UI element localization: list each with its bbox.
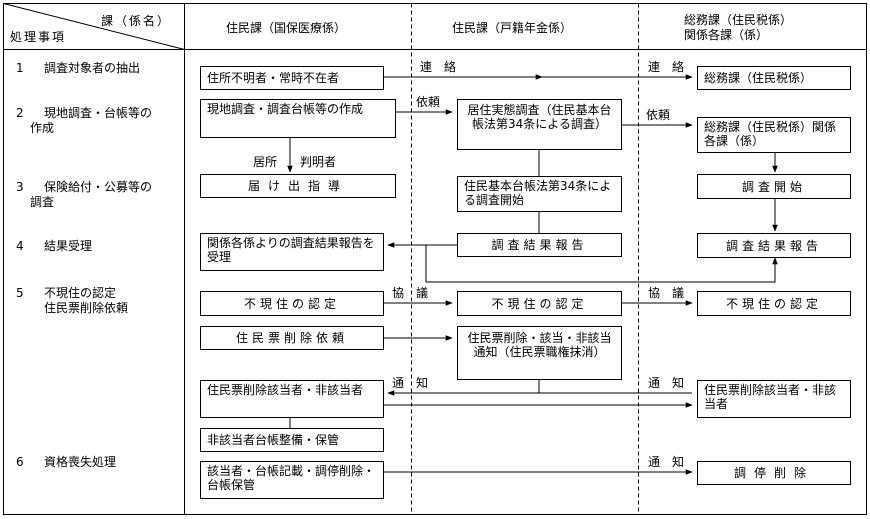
step-label-1: 調査対象者の抽出 [44, 61, 141, 75]
header-dept-label: 課（係名） [101, 14, 172, 28]
box-somuka-2: 総務課（住民税係）関係各課（係） [697, 117, 851, 153]
step-num-5: 5 [16, 286, 24, 300]
step-label-3b: 調査 [30, 195, 55, 209]
label-tsuchi-2: 通 知 [648, 376, 685, 390]
step-num-3: 3 [16, 180, 24, 194]
header-col1: 住民課（国保医療係） [226, 21, 347, 35]
label-kyogi-1: 協 議 [392, 286, 429, 300]
box-fugenju-nintei-1: 不現住の認定 [200, 291, 384, 316]
step-num-6: 6 [16, 455, 24, 469]
header-process-label: 処理事項 [10, 30, 67, 44]
box-chosa-kekka-hokoku-3: 調査結果報告 [697, 233, 851, 258]
header-col2: 住民課（戸籍年金係） [452, 21, 573, 35]
label-hanmei: 判明者 [300, 155, 337, 169]
label-irai-1: 依頼 [416, 95, 441, 109]
step-label-5a: 不現住の認定 [44, 286, 117, 300]
box-kyoju-jittai-chosa: 居住実態調査（住民基本台帳法第34条による調査） [457, 99, 622, 150]
box-chosa-kaishi: 調査開始 [697, 174, 851, 199]
step-label-2b: 作成 [30, 121, 55, 135]
step-num-2: 2 [16, 106, 24, 120]
box-gaitosha-3: 住民票削除該当者・非該当者 [697, 380, 851, 418]
box-chosa-kekka-hokoku-2: 調査結果報告 [457, 233, 622, 257]
box-jusho-fumei: 住所不明者・常時不在者 [200, 66, 384, 90]
step-num-1: 1 [16, 61, 24, 75]
step-label-3a: 保険給付・公募等の [44, 180, 153, 194]
box-fugenju-nintei-3: 不現住の認定 [697, 291, 851, 316]
label-kyogi-2: 協 議 [648, 286, 685, 300]
box-somuka-1: 総務課（住民税係） [697, 66, 851, 90]
label-irai-2: 依頼 [646, 108, 671, 122]
step-label-6: 資格喪失処理 [44, 455, 117, 469]
step-label-4: 結果受理 [44, 239, 93, 253]
box-34jo-chosa-kaishi: 住民基本台帳法第34条による調査開始 [457, 176, 622, 212]
step-num-4: 4 [16, 239, 24, 253]
box-gaitosha-daicho: 該当者・台帳記載・調停削除・台帳保管 [200, 461, 384, 499]
box-genchi-chosa: 現地調査・調査台帳等の作成 [200, 99, 396, 138]
header-col3-line1: 総務課（住民税係） [684, 13, 793, 27]
box-chosa-kekka-juri: 関係各係よりの調査結果報告を受理 [200, 233, 384, 271]
header-col3-line2: 関係各課（係） [684, 28, 769, 42]
box-sakujo-irai: 住民票削除依頼 [200, 326, 384, 350]
step-label-2a: 現地調査・台帳等の [44, 106, 153, 120]
table-frame [3, 3, 867, 515]
box-fugenju-nintei-2: 不現住の認定 [457, 291, 622, 316]
header-diagonal [3, 3, 185, 50]
box-sakujo-tsuchi: 住民票削除・該当・非該当通知（住民票職権抹消） [457, 326, 622, 380]
step-label-5b: 住民票削除依頼 [44, 301, 129, 315]
label-tsuchi-3: 通 知 [648, 455, 685, 469]
box-gaitosha-1: 住民票削除該当者・非該当者 [200, 380, 384, 418]
label-kyosho: 居所 [253, 155, 278, 169]
label-renraku-1: 連 絡 [420, 60, 457, 74]
box-todokede-shido: 届け出指導 [200, 174, 396, 198]
box-chotei-sakujo: 調停削除 [697, 461, 851, 485]
label-tsuchi-1: 通 知 [392, 376, 429, 390]
box-higaitosha-daicho: 非該当者台帳整備・保管 [200, 428, 384, 452]
label-renraku-2: 連 絡 [648, 60, 685, 74]
